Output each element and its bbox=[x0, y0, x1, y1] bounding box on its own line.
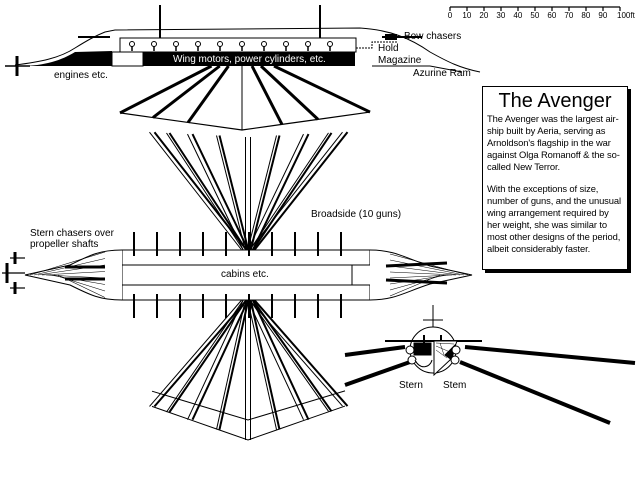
upper-wing-fan bbox=[149, 131, 349, 251]
lower-wing-fan bbox=[149, 299, 349, 441]
wing-spar bbox=[191, 299, 250, 421]
wing-spar bbox=[251, 132, 333, 251]
wing-pivot bbox=[261, 41, 267, 47]
side-hull-outline bbox=[14, 27, 481, 73]
scale-tick-label: 40 bbox=[513, 11, 523, 20]
scale-tick-label: 100ft bbox=[617, 11, 635, 20]
info-box: The Avenger The Avenger was the largest … bbox=[482, 86, 628, 270]
wing-pivot bbox=[217, 41, 223, 47]
wing-spar bbox=[251, 299, 310, 421]
wing-motors-block bbox=[143, 52, 355, 66]
info-title: The Avenger bbox=[498, 90, 612, 112]
wing-spar bbox=[153, 131, 248, 251]
label-propeller-shafts: propeller shafts bbox=[30, 239, 99, 250]
wing-spar bbox=[166, 132, 244, 251]
wing-pivot bbox=[239, 41, 245, 47]
wing-spar bbox=[168, 299, 248, 413]
wing-spar bbox=[247, 133, 304, 251]
wing-spar bbox=[251, 133, 310, 251]
wing-spar bbox=[253, 299, 349, 407]
rigging-line bbox=[53, 274, 106, 292]
scale-tick-label: 80 bbox=[581, 11, 591, 20]
wing-spar bbox=[216, 299, 246, 430]
plan-view bbox=[2, 131, 473, 441]
scale-tick-label: 70 bbox=[564, 11, 574, 20]
label-broadside: Broadside (10 guns) bbox=[311, 209, 402, 220]
info-paragraph: With the exceptions of size, number of g… bbox=[487, 183, 621, 254]
label-cabins: cabins etc. bbox=[221, 269, 269, 280]
wing-pivot bbox=[173, 41, 179, 47]
rigging-line bbox=[389, 271, 457, 276]
wing-spar bbox=[247, 299, 304, 420]
rigging-line bbox=[389, 274, 441, 297]
side-wing-spar bbox=[119, 64, 213, 115]
wing-spar bbox=[249, 299, 281, 430]
wing-spar bbox=[247, 299, 277, 430]
info-paragraph: The Avenger was the largest air-ship bui… bbox=[487, 113, 620, 172]
scale-tick-label: 60 bbox=[547, 11, 557, 20]
label-hold: Hold bbox=[378, 43, 399, 54]
plan-hull-upper bbox=[121, 249, 371, 266]
side-view bbox=[5, 5, 481, 131]
scale-bar bbox=[449, 6, 621, 11]
label-engines: engines etc. bbox=[54, 70, 108, 81]
plan-hull-lower bbox=[121, 284, 371, 301]
wing-spar bbox=[187, 133, 244, 251]
side-wing-spar bbox=[250, 65, 284, 126]
wing-pivot bbox=[129, 41, 135, 47]
scale-tick-label: 0 bbox=[447, 11, 453, 20]
label-stem: Stem bbox=[443, 380, 467, 391]
rigging-line bbox=[29, 251, 106, 276]
wing-spar bbox=[249, 135, 281, 251]
rigging-line bbox=[41, 271, 106, 276]
end-view bbox=[344, 305, 636, 425]
wing-spar bbox=[249, 299, 329, 412]
side-wing-spar bbox=[259, 64, 320, 121]
wing-edge bbox=[151, 405, 346, 441]
wing-pivot bbox=[151, 41, 157, 47]
label-wing-motors: Wing motors, power cylinders, etc. bbox=[173, 54, 326, 65]
wing-spar bbox=[218, 135, 250, 251]
side-wing-fan bbox=[119, 64, 371, 131]
broadside-guns bbox=[133, 232, 342, 318]
wing-spar bbox=[149, 131, 243, 251]
wing-spar bbox=[166, 299, 244, 413]
wing-spar bbox=[218, 299, 250, 430]
label-stern-chasers: Stern chasers over bbox=[30, 228, 114, 239]
wing-pivot bbox=[305, 41, 311, 47]
scale-tick-label: 10 bbox=[462, 11, 472, 20]
rigging-line bbox=[389, 265, 461, 276]
wing-edge bbox=[151, 390, 346, 421]
label-stern: Stern bbox=[399, 380, 423, 391]
wing-pivot bbox=[283, 41, 289, 47]
wing-pivot bbox=[327, 41, 333, 47]
side-wing-spar bbox=[186, 65, 230, 124]
wing-spar bbox=[247, 135, 277, 251]
label-magazine: Magazine bbox=[378, 55, 422, 66]
wing-spar bbox=[216, 135, 246, 251]
scale-tick-label: 20 bbox=[479, 11, 489, 20]
wing-spar bbox=[253, 131, 349, 251]
label-azurine-ram: Azurine Ram bbox=[413, 68, 471, 79]
side-wing-spar bbox=[273, 64, 371, 114]
wing-spar bbox=[249, 132, 329, 251]
scale-tick-label: 90 bbox=[598, 11, 608, 20]
wing-spar bbox=[191, 133, 250, 251]
stern-propellers bbox=[2, 252, 25, 294]
side-wing-spar bbox=[152, 64, 221, 119]
scale-tick-label: 30 bbox=[496, 11, 506, 20]
wing-spar bbox=[249, 299, 343, 407]
scale-tick-label: 50 bbox=[530, 11, 540, 20]
azurine-ram bbox=[429, 65, 463, 73]
rigging-line bbox=[389, 259, 465, 276]
label-bow-chasers: Bow chasers bbox=[404, 31, 462, 42]
engines-block bbox=[20, 51, 112, 66]
side-wing-edge bbox=[119, 111, 371, 131]
wing-spar bbox=[248, 131, 343, 251]
wing-spar bbox=[187, 299, 244, 420]
wing-pivot bbox=[195, 41, 201, 47]
